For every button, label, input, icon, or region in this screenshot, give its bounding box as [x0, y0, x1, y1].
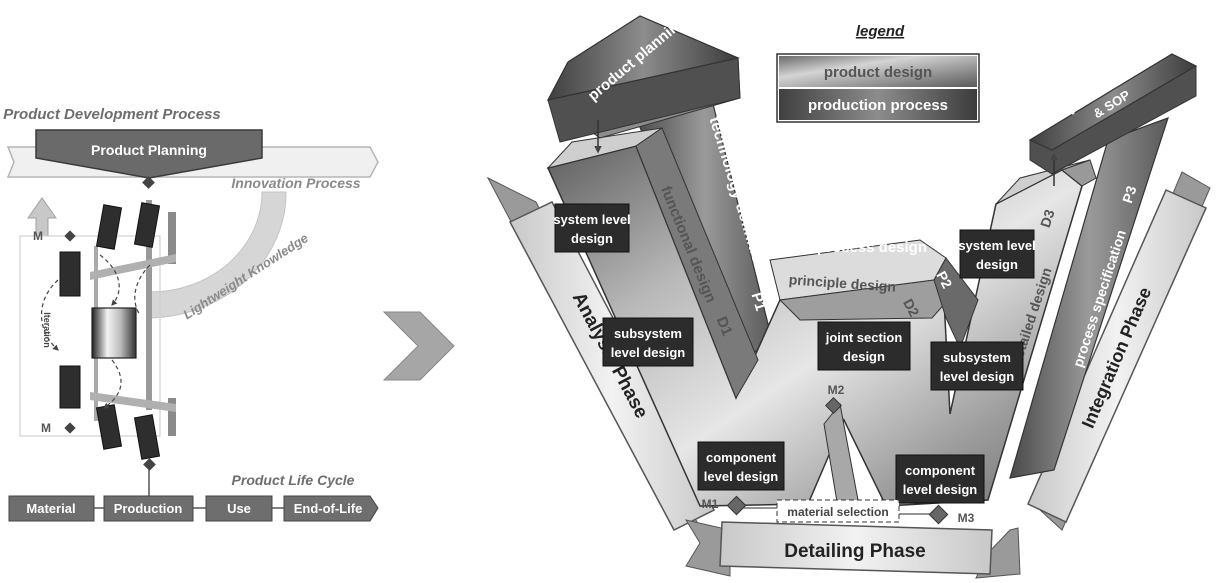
innovation-process-label: Innovation Process: [231, 175, 360, 191]
component-right-line1: component: [905, 463, 976, 478]
subsystem-right-line1: subsystem: [943, 350, 1011, 365]
d2-label: D2: [900, 296, 923, 320]
m2-diamond: [825, 397, 842, 414]
material-selection-label: material selection: [787, 505, 888, 519]
system-level-design-right-box: [959, 229, 1035, 279]
rod-bottom: [168, 398, 176, 436]
system-level-design-left-box: [554, 203, 630, 253]
m1-label: M1: [702, 497, 719, 511]
iteration-loop-lower: [103, 359, 122, 409]
connector-top: [90, 254, 176, 280]
principle-design-label: principle design: [788, 271, 896, 294]
planning-diamond: [142, 176, 155, 189]
lifecycle-material-label: Material: [26, 501, 75, 516]
legend-product-design-swatch: [779, 56, 977, 87]
rod-right: [146, 200, 152, 410]
d3-label: D3: [1037, 207, 1058, 229]
lifecycle-production-label: Production: [114, 501, 183, 516]
iteration-label: Iteration: [42, 312, 52, 348]
product-development-process-title: Product Development Process: [3, 106, 221, 123]
m-bottom-label: M: [41, 421, 51, 435]
legend-title: legend: [856, 23, 905, 40]
iteration-loop-right: [134, 264, 151, 316]
milestones: M2 M1 M3 material selection: [702, 383, 975, 525]
component-left-line1: component: [706, 450, 777, 465]
p3-label: P3: [1119, 184, 1140, 205]
iteration-frame: [19, 235, 161, 437]
product-planning-box: [35, 129, 263, 179]
lifecycle-material: [8, 495, 95, 522]
lifecycle-production: [103, 495, 194, 522]
p2-label: P2: [933, 268, 955, 291]
process-design-label: process design: [817, 239, 927, 256]
p1-label: P1: [747, 290, 769, 313]
product-planning-label: Product Planning: [91, 142, 207, 158]
m-top-label: M: [33, 229, 43, 243]
design-blocks: [59, 202, 161, 460]
m3-label: M3: [958, 511, 975, 525]
subsystem-left-line2: level design: [611, 345, 685, 360]
iteration-loop-left: [40, 279, 59, 351]
m-top-diamond: [64, 230, 76, 242]
component-left-line2: level design: [704, 469, 778, 484]
rod-top: [168, 212, 176, 264]
subsystem-level-design-left-box: [602, 317, 694, 367]
lifecycle-row: Material Production Use End-of-Life: [8, 495, 379, 522]
system-level-design-right-line1: system level: [958, 238, 1035, 253]
w-model: [546, 99, 1169, 509]
joint-section-line1: joint section: [825, 330, 903, 345]
principle-design-face: [778, 279, 949, 321]
m3-diamond: [928, 504, 949, 525]
product-life-cycle-title: Product Life Cycle: [232, 472, 355, 488]
process-specification-slab: [1009, 117, 1169, 479]
connector-bottom: [90, 392, 176, 412]
component-right-line2: level design: [903, 482, 977, 497]
legend-production-process-swatch: [779, 89, 977, 120]
functional-design-slab: [635, 127, 759, 400]
lifecycle-end-of-life: [283, 495, 379, 522]
legend-product-design: product design: [824, 64, 932, 81]
material-selection-box: [776, 499, 900, 523]
system-level-design-left-line2: design: [571, 231, 613, 246]
left-panel: Product Development Process Innovation P…: [3, 106, 379, 522]
detailing-phase-banner: Detailing Phase: [684, 519, 1021, 579]
joint-section-line2: design: [843, 349, 885, 364]
subsystem-level-design-right-box: [930, 341, 1024, 391]
up-arrow-icon: [27, 197, 57, 237]
chevron-right-icon: [382, 311, 455, 381]
subsystem-left-line1: subsystem: [614, 326, 682, 341]
m2-label: M2: [828, 383, 845, 397]
lifecycle-use-label: Use: [227, 501, 251, 516]
system-level-design-right-line2: design: [976, 257, 1018, 272]
joint-section-design-box: [817, 321, 911, 371]
lifecycle-diamond: [143, 458, 156, 471]
component-level-design-right-box: [895, 454, 985, 504]
product-planning-block: product planning: [546, 13, 741, 143]
d1-label: D1: [713, 314, 736, 338]
central-cylinder: [91, 307, 137, 359]
m-bottom-diamond: [64, 422, 76, 434]
label-boxes: system level design subsystem level desi…: [553, 203, 1036, 504]
system-level-design-left-line1: system level: [553, 212, 630, 227]
lifecycle-use: [205, 495, 273, 522]
legend-production-process: production process: [808, 97, 948, 114]
lifecycle-end-of-life-label: End-of-Life: [294, 501, 363, 516]
right-panel: legend product design production process…: [486, 13, 1211, 579]
subsystem-right-line2: level design: [940, 369, 1014, 384]
detailing-phase-label: Detailing Phase: [784, 541, 926, 562]
iteration-loop-upper: [99, 254, 120, 306]
m1-diamond: [726, 495, 747, 516]
component-level-design-left-box: [697, 441, 785, 491]
